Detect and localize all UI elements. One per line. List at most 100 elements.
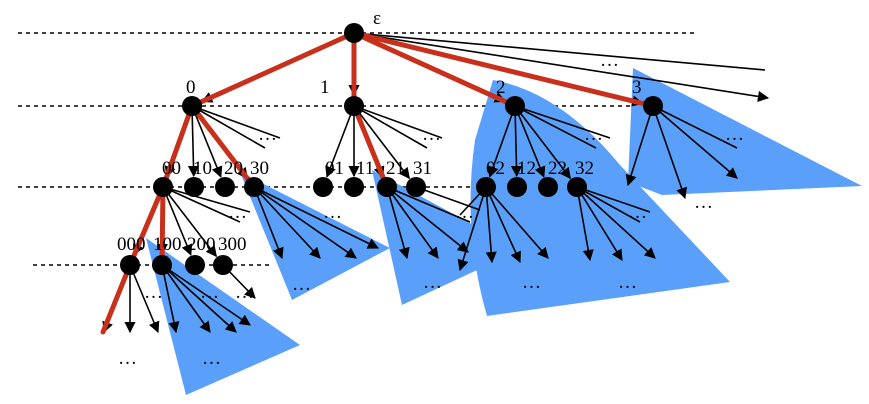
path-r-n0 — [189, 30, 357, 109]
ellipsis-00: … — [228, 202, 247, 223]
node-n31 — [406, 177, 426, 197]
node-label-21: 21 — [386, 158, 405, 179]
node-label-2: 2 — [496, 77, 506, 98]
edge-child-20 — [161, 264, 180, 334]
ellipsis-3: … — [725, 124, 744, 145]
path-r-n2 — [351, 30, 518, 109]
node-label-12: 12 — [517, 158, 536, 179]
edge-more-1 — [191, 105, 281, 139]
node-n20 — [215, 177, 235, 197]
edge-more-7 — [162, 186, 241, 223]
node-n32 — [567, 177, 587, 197]
edge-n2-n22 — [514, 105, 546, 178]
edge-child-12 — [485, 186, 521, 264]
edge-child-8 — [386, 186, 439, 259]
subtree-2 — [470, 80, 730, 316]
ellipsis-1: … — [422, 124, 441, 145]
node-label-1: 1 — [320, 77, 330, 98]
node-n00 — [153, 177, 173, 197]
search-path — [100, 30, 656, 335]
path-n0-n30 — [189, 103, 257, 190]
ellipsis-0: … — [258, 124, 277, 145]
ellipsis-32: … — [628, 202, 647, 223]
edge-n0-n10 — [187, 105, 200, 178]
ellipsis-root: … — [600, 50, 619, 71]
path-n0-n00 — [160, 103, 195, 190]
edge-more-0 — [191, 105, 266, 149]
edge-child-15 — [576, 186, 623, 261]
ellipsis-32-sub: … — [618, 272, 637, 293]
node-n22 — [538, 177, 558, 197]
ellipsis-000-sub: … — [118, 348, 137, 369]
edge-n2-n12 — [510, 105, 523, 178]
edge-child-3 — [253, 186, 284, 260]
node-label-10: 10 — [193, 158, 212, 179]
ellipsis-100-sub: … — [202, 348, 221, 369]
edge-root-more-a — [353, 32, 766, 71]
edge-more-3 — [353, 105, 443, 139]
node-n10 — [184, 177, 204, 197]
edge-more-4 — [514, 105, 597, 149]
edge-more-10 — [415, 186, 481, 211]
edge-more-12 — [576, 186, 641, 223]
nodes — [120, 23, 663, 275]
path-n00-n100 — [159, 184, 166, 268]
path-r-n3 — [351, 30, 656, 109]
node-n3 — [643, 96, 663, 116]
edge-child-13 — [485, 186, 549, 259]
edge-child-14 — [576, 186, 594, 262]
edge-n00-n300 — [162, 186, 217, 258]
node-label-30: 30 — [250, 158, 269, 179]
ellipsis-30: … — [323, 202, 342, 223]
highlighted-subtrees — [146, 68, 862, 395]
edge-child-4 — [253, 186, 321, 259]
ellipsis-02-sub: … — [522, 272, 541, 293]
ellipsis-21-sub: … — [423, 272, 442, 293]
edge-more-9 — [386, 186, 471, 223]
ellipsis-30-sub: … — [292, 274, 311, 295]
edge-n00-n200 — [162, 186, 193, 256]
ellipsis-000: … — [144, 282, 163, 303]
node-label-0: 0 — [186, 77, 196, 98]
node-n30 — [244, 177, 264, 197]
node-label-32: 32 — [575, 158, 594, 179]
edge-child-22 — [161, 264, 237, 333]
node-n11 — [344, 177, 364, 197]
path-n00-n000 — [127, 184, 166, 268]
edge-more-6 — [652, 105, 738, 149]
node-n100 — [152, 255, 172, 275]
node-label-000: 000 — [117, 234, 146, 255]
edge-child-0 — [625, 105, 654, 187]
node-label-31: 31 — [413, 158, 432, 179]
edge-more-2 — [353, 105, 428, 149]
edge-child-16 — [576, 186, 656, 259]
ellipsis-100: … — [235, 282, 254, 303]
node-label-02: 02 — [486, 158, 505, 179]
node-n02 — [476, 177, 496, 197]
path-n1-n21 — [351, 103, 390, 190]
edge-child-19 — [129, 264, 160, 334]
node-label-200: 200 — [187, 234, 216, 255]
node-n200 — [185, 255, 205, 275]
edge-more-5 — [514, 105, 611, 139]
subtree-100 — [146, 238, 300, 395]
node-label-01: 01 — [325, 158, 344, 179]
edge-n1-n01 — [325, 105, 355, 178]
node-n300 — [213, 255, 233, 275]
node-n0 — [182, 96, 202, 116]
ellipsis-3-sub: … — [694, 192, 713, 213]
edge-child-23 — [161, 264, 251, 326]
node-n01 — [313, 177, 333, 197]
node-label-3: 3 — [632, 77, 642, 98]
edge-child-6 — [253, 186, 380, 249]
ellipsis-21: … — [455, 202, 474, 223]
node-label-20: 20 — [224, 158, 243, 179]
edge-n2-n32 — [514, 105, 571, 180]
node-label-300: 300 — [218, 234, 247, 255]
node-n000 — [120, 255, 140, 275]
edge-root-more-b — [353, 32, 770, 102]
ellipsis-2: … — [584, 124, 603, 145]
node-n12 — [507, 177, 527, 197]
node-label-00: 00 — [162, 158, 181, 179]
